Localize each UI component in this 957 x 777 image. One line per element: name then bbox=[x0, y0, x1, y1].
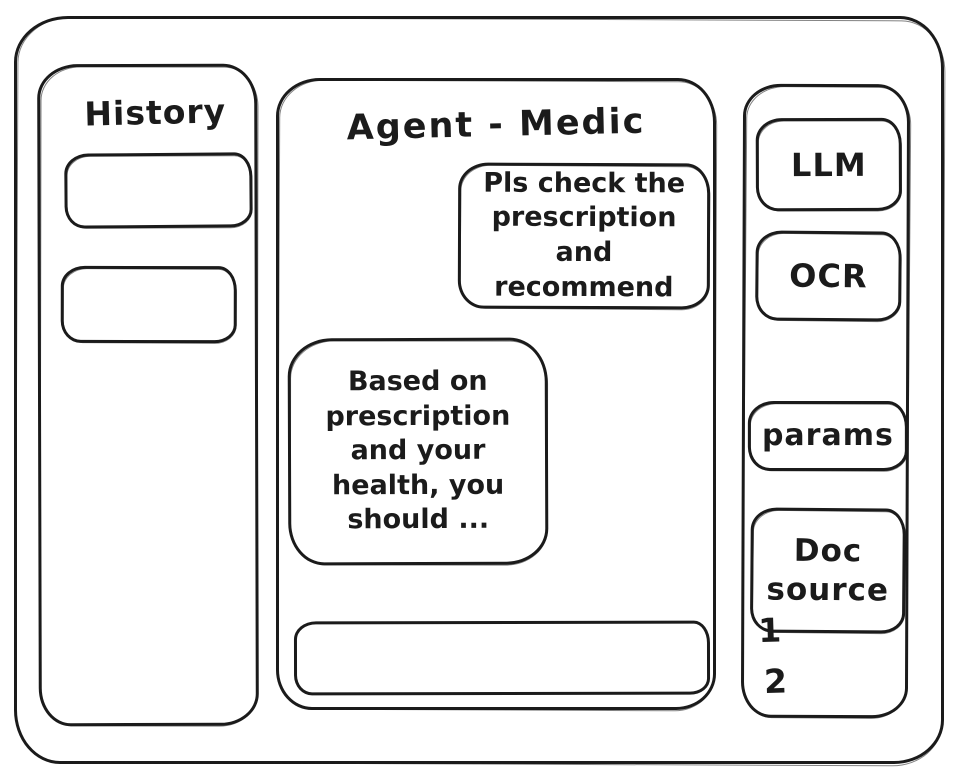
user-message-bubble: Pls check the prescription and recommend bbox=[457, 162, 711, 310]
history-title: History bbox=[83, 91, 227, 134]
assistant-message-bubble: Based on prescription and your health, y… bbox=[287, 337, 549, 566]
tool-llm-button[interactable]: LLM bbox=[755, 117, 902, 212]
history-item[interactable] bbox=[60, 265, 237, 344]
tool-ocr-button[interactable]: OCR bbox=[755, 230, 902, 322]
annotation-number-1: 1 bbox=[757, 610, 782, 651]
tools-panel: LLM OCR params Doc source 1 2 bbox=[740, 83, 911, 719]
history-item[interactable] bbox=[64, 152, 253, 229]
history-panel: History bbox=[37, 63, 259, 727]
chat-input[interactable] bbox=[293, 620, 711, 696]
annotation-number-2: 2 bbox=[763, 661, 788, 702]
chat-title: Agent - Medic bbox=[346, 101, 646, 149]
chat-panel: Agent - Medic Pls check the prescription… bbox=[276, 78, 716, 710]
tool-params-button[interactable]: params bbox=[747, 401, 908, 472]
